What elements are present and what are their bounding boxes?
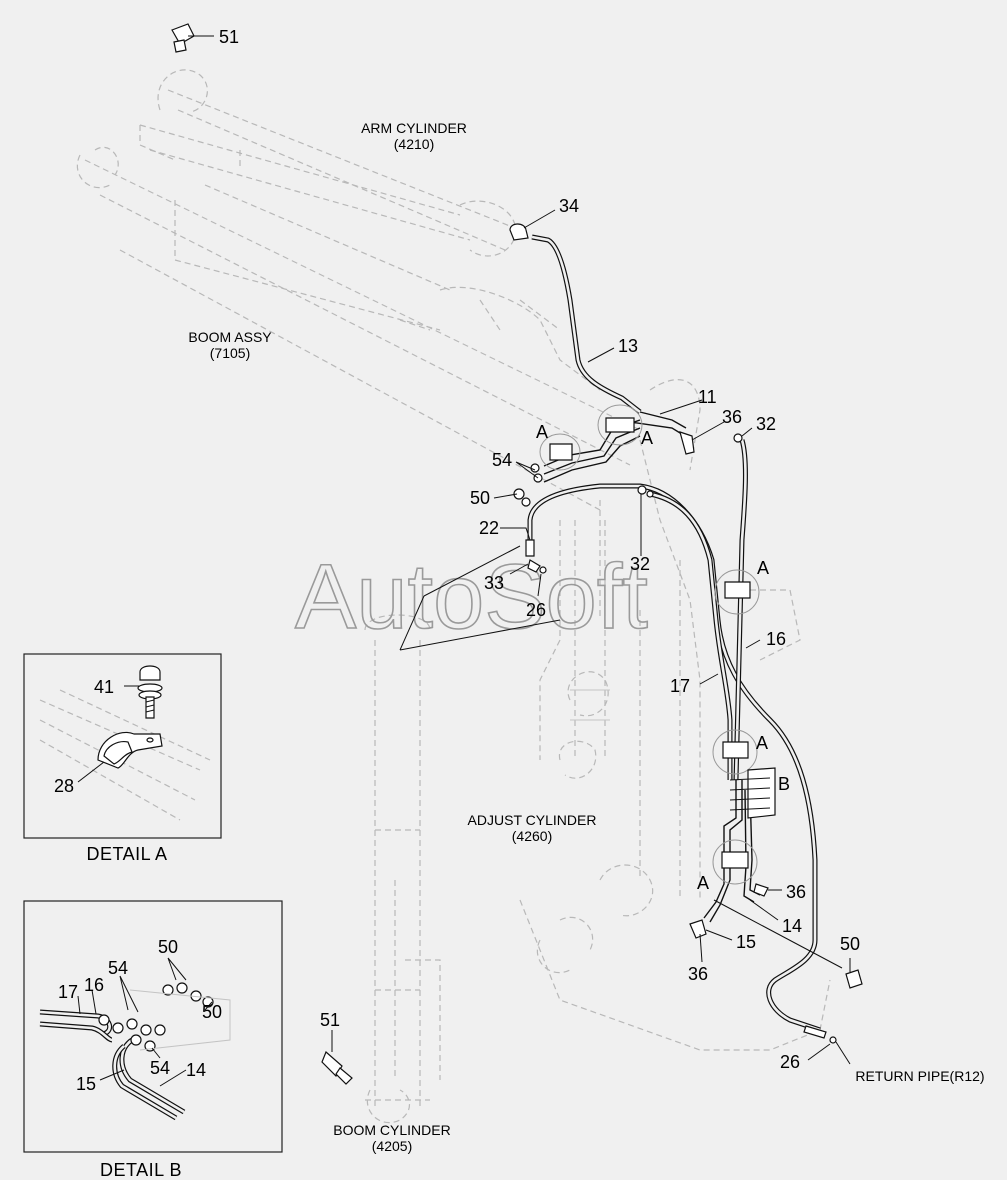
component-captions: ARM CYLINDER (4210) BOOM ASSY (7105) ADJ…: [188, 120, 984, 1154]
part-label-41: 41: [94, 677, 114, 697]
part-label-11: 11: [698, 387, 717, 407]
leader-lines: [188, 35, 851, 1065]
boom-assy-code: (7105): [210, 345, 250, 361]
part-label-15: 15: [736, 932, 756, 952]
clamp-markers: [539, 404, 776, 885]
detail-a-panel: 41 28 DETAIL A: [23, 653, 222, 864]
part-label-17: 17: [670, 676, 690, 696]
fittings: [171, 23, 863, 1085]
detail-marker-b1: B: [778, 774, 790, 794]
part-label-14: 14: [782, 916, 802, 936]
adjust-cylinder-caption: ADJUST CYLINDER: [468, 812, 597, 828]
boom-assy-caption: BOOM ASSY: [188, 329, 272, 345]
part-label-54-detb-top: 54: [108, 958, 128, 978]
part-label-13: 13: [618, 336, 638, 356]
part-label-32-top: 32: [756, 414, 776, 434]
arm-cylinder-caption: ARM CYLINDER: [361, 120, 467, 136]
part-label-26-bottom: 26: [780, 1052, 800, 1072]
part-label-54-detb-bottom: 54: [150, 1058, 170, 1078]
return-pipe-caption: RETURN PIPE(R12): [855, 1068, 984, 1084]
part-label-36-bottom: 36: [688, 964, 708, 984]
part-label-50-detb-right: 50: [202, 1002, 222, 1022]
detail-marker-a5: A: [697, 873, 709, 893]
boom-cylinder-caption: BOOM CYLINDER: [333, 1122, 450, 1138]
part-label-34: 34: [559, 196, 579, 216]
detail-marker-a2: A: [641, 428, 653, 448]
detail-marker-a1: A: [536, 422, 548, 442]
hose-lines: [527, 234, 821, 1033]
detail-b-title: DETAIL B: [100, 1160, 182, 1180]
part-label-50-detb: 50: [158, 937, 178, 957]
part-label-17-detb: 17: [58, 982, 78, 1002]
part-label-51-top: 51: [219, 27, 239, 47]
detail-marker-a3: A: [757, 558, 769, 578]
part-label-26-mid: 26: [526, 600, 546, 620]
watermark-text: AutoSoft: [295, 546, 648, 648]
part-label-32-mid: 32: [630, 554, 650, 574]
part-label-28: 28: [54, 776, 74, 796]
part-label-15-detb: 15: [76, 1074, 96, 1094]
arm-cylinder-code: (4210): [394, 136, 434, 152]
part-label-50-right: 50: [840, 934, 860, 954]
part-label-36-right: 36: [786, 882, 806, 902]
part-label-51-bottom: 51: [320, 1010, 340, 1030]
part-label-16-detb: 16: [84, 975, 104, 995]
part-labels: 51 34 13 11 36 32 54 50 22 32 33 26 16 1…: [219, 27, 860, 1072]
part-label-33: 33: [484, 573, 504, 593]
part-label-14-detb: 14: [186, 1060, 206, 1080]
part-label-22: 22: [479, 518, 499, 538]
part-label-16: 16: [766, 629, 786, 649]
detail-a-title: DETAIL A: [86, 844, 167, 864]
detail-b-panel: 50 54 17 16 50 54 14 15 DETAIL B: [23, 900, 283, 1180]
adjust-cylinder-code: (4260): [512, 828, 552, 844]
part-label-54: 54: [492, 450, 512, 470]
detail-marker-a4: A: [756, 733, 768, 753]
part-label-50: 50: [470, 488, 490, 508]
boom-cylinder-code: (4205): [372, 1138, 412, 1154]
detail-markers: A A A A A B: [536, 422, 790, 893]
part-label-36-top: 36: [722, 407, 742, 427]
